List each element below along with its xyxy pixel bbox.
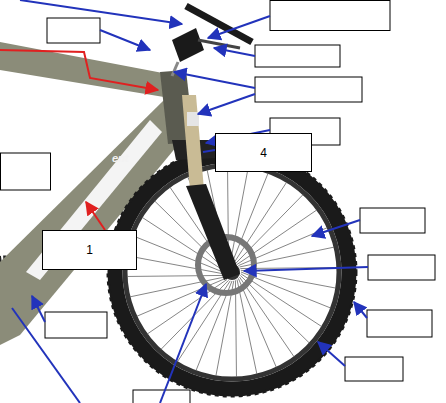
fork-stanchion [182, 95, 204, 190]
callout-box: 1 [42, 230, 137, 270]
callout-number: 1 [86, 243, 93, 257]
red-leaders [0, 50, 158, 230]
handlebar [186, 6, 252, 42]
leader-lines [12, 0, 368, 403]
fork-lower-leg [186, 184, 240, 280]
fork-decal [187, 112, 199, 126]
tire [115, 155, 349, 389]
stem [172, 28, 204, 62]
headset [172, 62, 178, 76]
tire-knobs [108, 148, 356, 396]
brake-lever [198, 40, 240, 48]
spokes [127, 167, 337, 377]
blank-boxes [1, 1, 436, 403]
rim [125, 165, 339, 379]
callout-number: 4 [260, 146, 267, 160]
top-tube [0, 42, 170, 98]
callout-box: 4 [215, 133, 312, 172]
frame-logo-text: ent [112, 152, 129, 164]
